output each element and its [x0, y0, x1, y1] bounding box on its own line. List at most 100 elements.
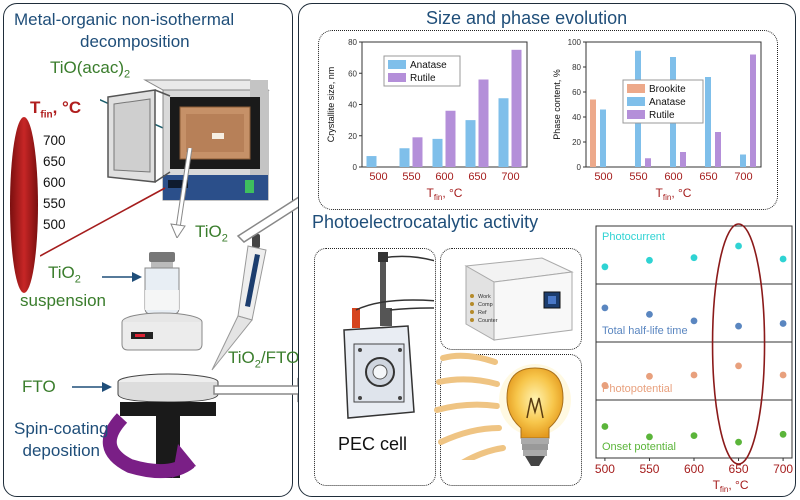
scatter-xlabel-sub: fin [720, 485, 728, 494]
lamp-frame [440, 354, 582, 486]
phase-legend-label: Rutile [649, 110, 675, 121]
spin-coating-label: Spin-coating deposition [14, 419, 109, 460]
phase-bar-anatase [705, 77, 711, 167]
scatter-point [690, 371, 698, 379]
phase-legend-swatch [627, 84, 645, 93]
temperature-600: 600 [43, 175, 66, 190]
scatter-xtick-label: 700 [773, 462, 793, 476]
phase-legend-swatch [627, 110, 645, 119]
pec-cell-label: PEC cell [338, 434, 408, 454]
precursor-label: TiO(acac)2 [50, 58, 131, 81]
scatter-point [646, 372, 653, 380]
port-work: Work [478, 294, 491, 300]
size-legend-label: Rutile [410, 73, 436, 84]
fto-arrow-icon [72, 382, 112, 392]
phase-bar-anatase [740, 154, 746, 167]
size-bar-anatase [432, 138, 443, 167]
scatter-xlabel-main: T [713, 478, 721, 492]
size-legend-label: Anatase [410, 60, 447, 71]
size-bar-rutile [445, 110, 456, 167]
phase-xlabel-main: T [656, 186, 664, 200]
size-xlabel-main: T [427, 186, 435, 200]
size-ytick-label: 80 [348, 38, 357, 47]
size-ytick-label: 60 [348, 69, 357, 78]
phase-xlabel-unit: , °C [671, 186, 691, 200]
scatter-highlight-ellipse [711, 223, 766, 465]
pec-cell-illustration [343, 252, 434, 419]
phase-ytick-label: 0 [577, 163, 582, 172]
lamp-bulb-icon [499, 364, 571, 466]
phase-bar-rutile [750, 54, 756, 167]
size-xtick-label: 500 [369, 171, 387, 183]
size-legend-swatch [388, 60, 406, 69]
scatter-point [735, 362, 742, 370]
pipette-illustration [211, 234, 267, 371]
size-xtick-label: 650 [468, 171, 486, 183]
pec-frame [314, 248, 436, 486]
phase-bar-rutile [715, 132, 721, 167]
size-bar-rutile [511, 49, 522, 167]
suspension-label: TiO2 suspension [20, 263, 107, 311]
phase-bar-rutile [645, 158, 651, 167]
left-title-line1: Metal-organic non-isothermal [14, 10, 235, 29]
potentiostat-frame [440, 248, 582, 350]
size-xtick-label: 700 [501, 171, 519, 183]
tfin-label: Tfin, °C [30, 98, 82, 121]
furnace-illustration [100, 79, 270, 201]
scatter-xlabel-unit: , °C [728, 478, 748, 492]
phase-ytick-label: 80 [572, 63, 581, 72]
temperature-550: 550 [43, 196, 66, 211]
size-xtick-label: 550 [402, 171, 420, 183]
scatter-point [601, 382, 609, 389]
phase-xlabel-sub: fin [663, 193, 671, 202]
scatter-xtick-label: 500 [595, 462, 615, 476]
scatter-point [646, 256, 653, 264]
phase-ytick-label: 20 [572, 138, 581, 147]
spin-coater-illustration [117, 373, 219, 478]
size-ytick-label: 40 [348, 101, 357, 110]
rotation-arrow-icon [102, 413, 196, 479]
temperature-650: 650 [43, 154, 66, 169]
scatter-point [690, 317, 698, 325]
scatter-point [735, 322, 742, 330]
size-ylabel: Crystallite size, nm [326, 67, 336, 143]
potentiostat-ports: Work Comp Ref Counter [478, 293, 498, 325]
size-bar-rutile [412, 137, 423, 167]
temperature-500: 500 [43, 217, 66, 232]
temperature-list: 700 650 600 550 500 [43, 130, 66, 235]
stirrer-vial-illustration [121, 252, 203, 351]
size-bar-rutile [478, 79, 489, 167]
size-legend-swatch [388, 73, 406, 82]
scatter-series-label: Photopotential [602, 383, 672, 395]
phase-ytick-label: 60 [572, 88, 581, 97]
phase-bar-brookite [590, 99, 596, 167]
port-counter: Counter [478, 318, 498, 324]
phase-xtick-label: 500 [594, 171, 612, 183]
scatter-point [601, 423, 609, 430]
left-title-line2: decomposition [80, 32, 190, 51]
scatter-point [690, 432, 698, 439]
scatter-point [779, 255, 787, 263]
temperature-link-line [40, 187, 166, 257]
phase-ytick-label: 40 [572, 113, 581, 122]
phase-xtick-label: 550 [629, 171, 647, 183]
scatter-point [690, 254, 698, 262]
scatter-point [779, 430, 787, 438]
size-ytick-label: 0 [353, 163, 358, 172]
size-xlabel: Tfin, °C [427, 186, 463, 202]
scatter-xtick-label: 550 [639, 462, 659, 476]
light-rays-icon [434, 352, 506, 460]
scatter-point [601, 304, 609, 312]
fto-label: FTO [22, 377, 56, 396]
scatter-xtick-label: 650 [729, 462, 749, 476]
charts-frame [318, 30, 778, 210]
scatter-point [646, 433, 653, 441]
tio2-label: TiO2 [195, 222, 228, 245]
size-bar-anatase [366, 156, 377, 167]
scatter-series-label: Total half-life time [602, 325, 688, 337]
phase-xtick-label: 650 [699, 171, 717, 183]
phase-legend-label: Brookite [649, 84, 686, 95]
size-bar-anatase [465, 120, 476, 167]
